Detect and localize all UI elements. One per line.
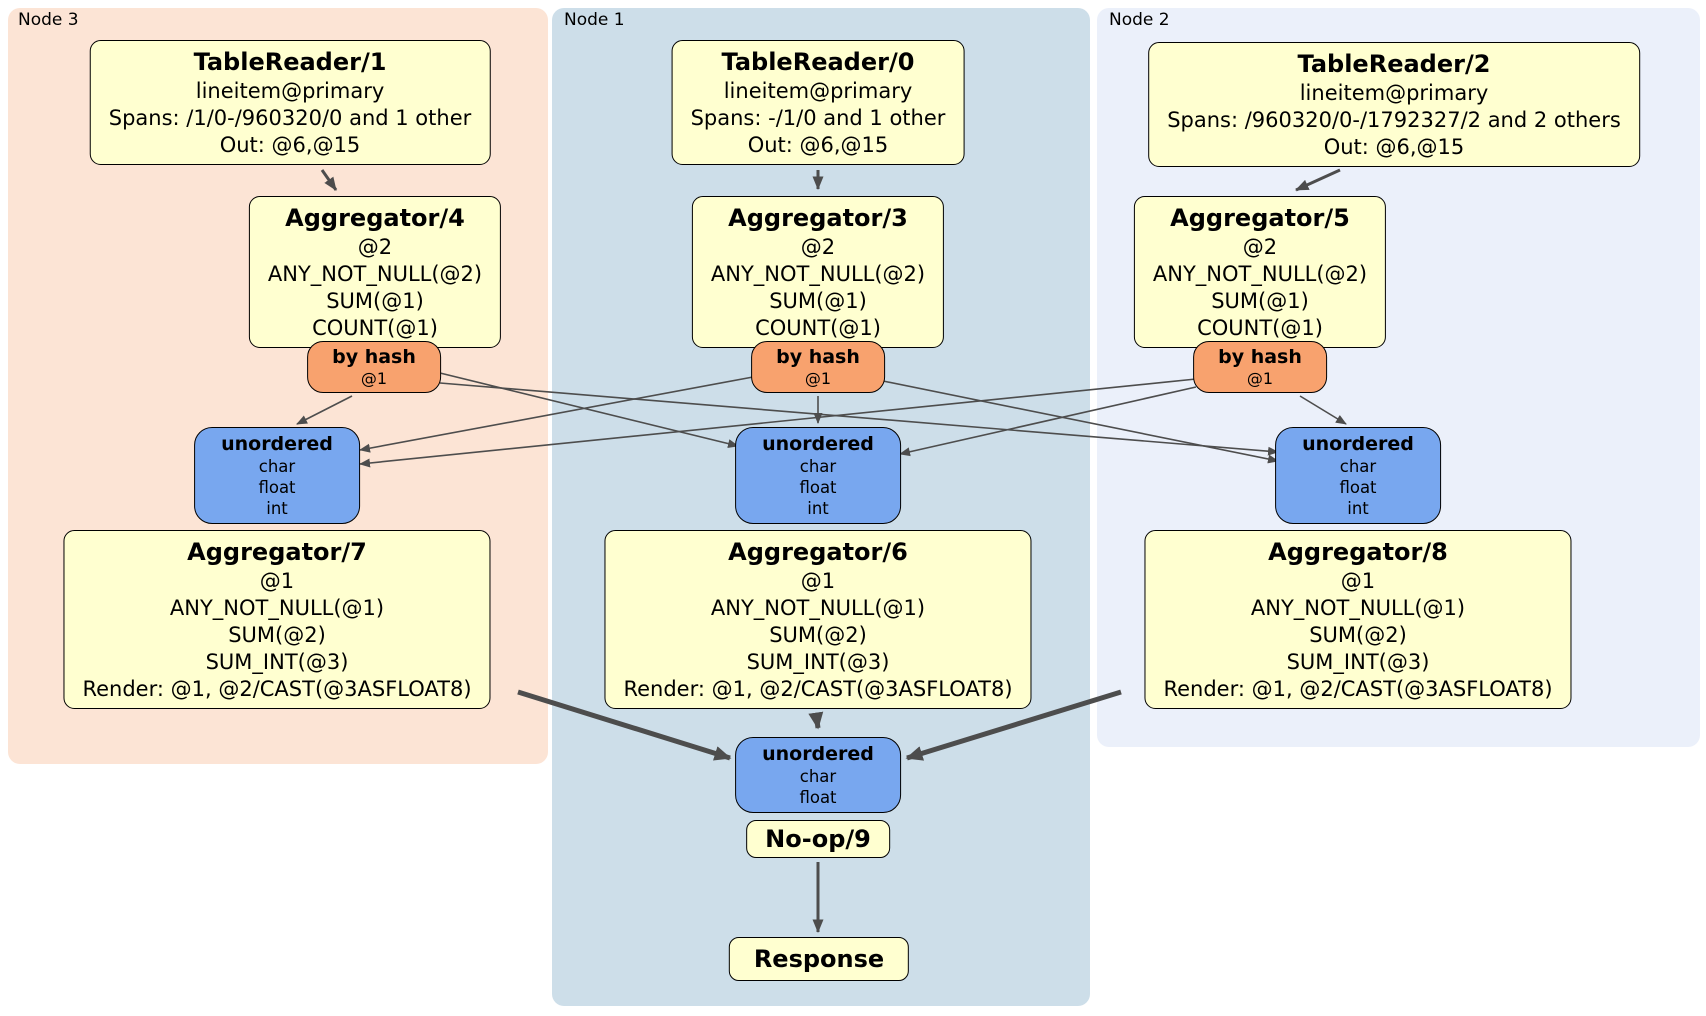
box-line: ANY_NOT_NULL(@1) xyxy=(169,596,385,620)
box-line: ANY_NOT_NULL(@2) xyxy=(267,262,483,286)
box-line: SUM(@2) xyxy=(228,623,326,647)
box-title: Aggregator/8 xyxy=(1268,538,1448,566)
hash-router-3-box: by hash @1 xyxy=(307,341,441,393)
box-line: Spans: /1/0-/960320/0 and 1 other xyxy=(108,106,472,130)
box-title: TableReader/1 xyxy=(193,48,387,76)
box-line: @2 xyxy=(1242,235,1278,259)
aggregator-6-box: Aggregator/6 @1 ANY_NOT_NULL(@1) SUM(@2)… xyxy=(604,530,1032,709)
box-title: Aggregator/7 xyxy=(187,538,367,566)
aggregator-8-box: Aggregator/8 @1 ANY_NOT_NULL(@1) SUM(@2)… xyxy=(1144,530,1572,709)
box-line: SUM(@1) xyxy=(1211,289,1309,313)
aggregator-4-box: Aggregator/4 @2 ANY_NOT_NULL(@2) SUM(@1)… xyxy=(248,196,502,348)
box-line: SUM_INT(@3) xyxy=(205,650,349,674)
box-title: unordered xyxy=(221,433,333,455)
box-line: char xyxy=(1339,457,1377,476)
node2-label: Node 2 xyxy=(1109,10,1170,30)
box-title: Response xyxy=(753,945,885,973)
final-sync-box: unordered char float xyxy=(735,737,901,813)
box-line: Render: @1, @2/CAST(@3ASFLOAT8) xyxy=(1163,677,1553,701)
box-line: Spans: -/1/0 and 1 other xyxy=(690,106,946,130)
box-line: float xyxy=(258,478,296,497)
box-line: SUM(@2) xyxy=(769,623,867,647)
box-line: lineitem@primary xyxy=(723,79,913,103)
box-line: char xyxy=(799,457,837,476)
box-line: float xyxy=(799,788,837,807)
aggregator-5-box: Aggregator/5 @2 ANY_NOT_NULL(@2) SUM(@1)… xyxy=(1133,196,1387,348)
box-title: Aggregator/6 xyxy=(728,538,908,566)
box-line: @1 xyxy=(800,569,836,593)
box-line: int xyxy=(1347,499,1369,518)
tablereader-2-box: TableReader/2 lineitem@primary Spans: /9… xyxy=(1148,42,1640,167)
aggregator-3-box: Aggregator/3 @2 ANY_NOT_NULL(@2) SUM(@1)… xyxy=(691,196,945,348)
box-line: Render: @1, @2/CAST(@3ASFLOAT8) xyxy=(82,677,472,701)
box-line: Out: @6,@15 xyxy=(219,133,361,157)
box-line: Render: @1, @2/CAST(@3ASFLOAT8) xyxy=(623,677,1013,701)
box-line: Out: @6,@15 xyxy=(747,133,889,157)
box-line: ANY_NOT_NULL(@1) xyxy=(1250,596,1466,620)
hash-router-2-box: by hash @1 xyxy=(1193,341,1327,393)
box-title: unordered xyxy=(762,743,874,765)
sync-3-box: unordered char float int xyxy=(194,427,360,524)
box-title: TableReader/2 xyxy=(1297,50,1491,78)
box-line: @2 xyxy=(800,235,836,259)
sync-2-box: unordered char float int xyxy=(1275,427,1441,524)
box-title: unordered xyxy=(762,433,874,455)
box-title: by hash xyxy=(332,346,416,368)
box-title: Aggregator/4 xyxy=(285,204,465,232)
box-line: @1 xyxy=(1340,569,1376,593)
box-line: SUM(@1) xyxy=(326,289,424,313)
box-title: by hash xyxy=(1218,346,1302,368)
box-line: char xyxy=(799,767,837,786)
box-line: float xyxy=(1339,478,1377,497)
box-title: Aggregator/3 xyxy=(728,204,908,232)
box-line: @1 xyxy=(804,369,832,388)
tablereader-1-box: TableReader/1 lineitem@primary Spans: /1… xyxy=(89,40,491,165)
box-line: ANY_NOT_NULL(@2) xyxy=(1152,262,1368,286)
box-line: lineitem@primary xyxy=(1299,81,1489,105)
box-title: No-op/9 xyxy=(765,825,871,853)
response-box: Response xyxy=(728,937,910,981)
box-line: COUNT(@1) xyxy=(1197,316,1323,340)
box-line: SUM_INT(@3) xyxy=(1286,650,1430,674)
box-line: ANY_NOT_NULL(@2) xyxy=(710,262,926,286)
tablereader-0-box: TableReader/0 lineitem@primary Spans: -/… xyxy=(671,40,965,165)
aggregator-7-box: Aggregator/7 @1 ANY_NOT_NULL(@1) SUM(@2)… xyxy=(63,530,491,709)
box-line: COUNT(@1) xyxy=(312,316,438,340)
box-line: float xyxy=(799,478,837,497)
box-line: SUM_INT(@3) xyxy=(746,650,890,674)
node3-label: Node 3 xyxy=(18,10,79,30)
sync-1-box: unordered char float int xyxy=(735,427,901,524)
box-line: @2 xyxy=(357,235,393,259)
box-line: int xyxy=(266,499,288,518)
box-title: TableReader/0 xyxy=(721,48,915,76)
box-line: lineitem@primary xyxy=(195,79,385,103)
box-line: SUM(@1) xyxy=(769,289,867,313)
box-line: Out: @6,@15 xyxy=(1323,135,1465,159)
node1-label: Node 1 xyxy=(564,10,625,30)
hash-router-1-box: by hash @1 xyxy=(751,341,885,393)
box-line: SUM(@2) xyxy=(1309,623,1407,647)
box-line: @1 xyxy=(1246,369,1274,388)
box-line: Spans: /960320/0-/1792327/2 and 2 others xyxy=(1167,108,1621,132)
box-line: char xyxy=(258,457,296,476)
box-line: COUNT(@1) xyxy=(755,316,881,340)
box-title: by hash xyxy=(776,346,860,368)
box-line: int xyxy=(807,499,829,518)
box-title: unordered xyxy=(1302,433,1414,455)
box-line: ANY_NOT_NULL(@1) xyxy=(710,596,926,620)
box-title: Aggregator/5 xyxy=(1170,204,1350,232)
noop-9-box: No-op/9 xyxy=(746,820,890,858)
box-line: @1 xyxy=(360,369,388,388)
box-line: @1 xyxy=(259,569,295,593)
